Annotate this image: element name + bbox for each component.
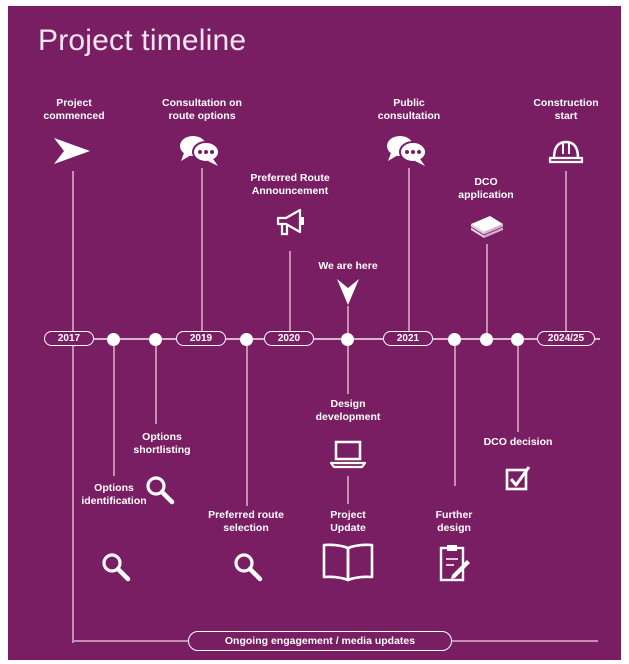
page-title: Project timeline (38, 24, 247, 57)
label-line: Consultation on (162, 97, 242, 109)
label-dco-decision: DCO decision (483, 436, 553, 448)
hard-hat-icon (548, 140, 584, 164)
label-line: commenced (43, 110, 105, 122)
connector-project-commenced (72, 171, 74, 643)
label-line: development (315, 411, 381, 423)
label-line: Update (330, 522, 366, 534)
label-line: Options (94, 482, 134, 494)
year-2017: 2017 (44, 331, 94, 346)
speech-bubbles-icon (387, 136, 427, 166)
timeline-axis (44, 338, 600, 340)
milestone-dot (480, 333, 493, 346)
ongoing-engagement-pill: Ongoing engagement / media updates (188, 631, 452, 651)
magnifier-icon (102, 553, 131, 582)
label-line: Preferred Route (250, 172, 330, 184)
connector-options-shortlisting (155, 346, 157, 424)
label-further-design: Further design (420, 509, 488, 535)
label-line: Further (435, 509, 473, 521)
year-2021: 2021 (383, 331, 433, 346)
connector-preferred-route-announcement (289, 251, 291, 333)
label-line: design (437, 522, 471, 534)
label-preferred-route-announcement: Preferred Route Announcement (244, 172, 336, 198)
magnifier-icon (234, 553, 263, 582)
milestone-dot (240, 333, 253, 346)
megaphone-icon (276, 208, 304, 236)
label-line: Project (330, 509, 366, 521)
label-consultation-route-options: Consultation on route options (156, 97, 248, 123)
clipboard-icon (439, 545, 470, 582)
connector-dco-application (486, 244, 488, 334)
milestone-dot (149, 333, 162, 346)
label-project-commenced: Project commenced (42, 97, 106, 123)
down-arrow-icon (337, 279, 359, 305)
laptop-icon (329, 440, 367, 469)
checkbox-icon (505, 466, 531, 491)
magnifier-icon (146, 476, 175, 505)
connector-dco-decision (517, 346, 519, 432)
label-line: Construction (533, 97, 599, 109)
label-line: application (458, 189, 514, 201)
connector-we-are-here (347, 306, 349, 336)
label-line: route options (168, 110, 236, 122)
label-dco-application: DCO application (448, 176, 524, 202)
label-line: Announcement (251, 185, 329, 197)
year-2019: 2019 (176, 331, 226, 346)
label-line: Public (393, 97, 425, 109)
milestone-dot (341, 333, 354, 346)
milestone-dot (448, 333, 461, 346)
label-line: Design (330, 398, 366, 410)
label-construction-start: Construction start (526, 97, 606, 123)
label-line: Project (56, 97, 92, 109)
label-project-update: Project Update (308, 509, 388, 535)
label-line: identification (81, 495, 147, 507)
connector-project-update (347, 476, 349, 504)
label-we-are-here: We are here (318, 260, 378, 272)
label-public-consultation: Public consultation (368, 97, 450, 123)
label-options-shortlisting: Options shortlisting (122, 431, 202, 457)
document-stack-icon (470, 216, 504, 238)
label-line: selection (223, 522, 269, 534)
connector-public-consultation (408, 168, 410, 332)
label-design-development: Design development (308, 398, 388, 424)
year-2024-25: 2024/25 (537, 331, 595, 346)
label-preferred-route-selection: Preferred route selection (200, 509, 292, 535)
label-line: start (554, 110, 578, 122)
connector-consultation-route-options (201, 168, 203, 332)
connector-design-development (347, 346, 349, 394)
label-line: consultation (377, 110, 441, 122)
milestone-dot (511, 333, 524, 346)
connector-construction-start (565, 171, 567, 331)
label-line: DCO (474, 176, 498, 188)
connector-options-identification (113, 346, 115, 476)
timeline-panel: Project timeline 2017 2019 2020 2021 202… (8, 6, 621, 660)
label-line: shortlisting (133, 444, 191, 456)
label-options-identification: Options identification (74, 482, 154, 508)
milestone-dot (107, 333, 120, 346)
year-2020: 2020 (264, 331, 314, 346)
speech-bubbles-icon (180, 136, 220, 166)
connector-further-design (454, 346, 456, 486)
connector-preferred-route-selection (246, 346, 248, 506)
open-book-icon (322, 543, 374, 582)
label-line: Preferred route (208, 509, 284, 521)
label-line: Options (142, 431, 182, 443)
arrow-pointer-icon (54, 138, 90, 164)
